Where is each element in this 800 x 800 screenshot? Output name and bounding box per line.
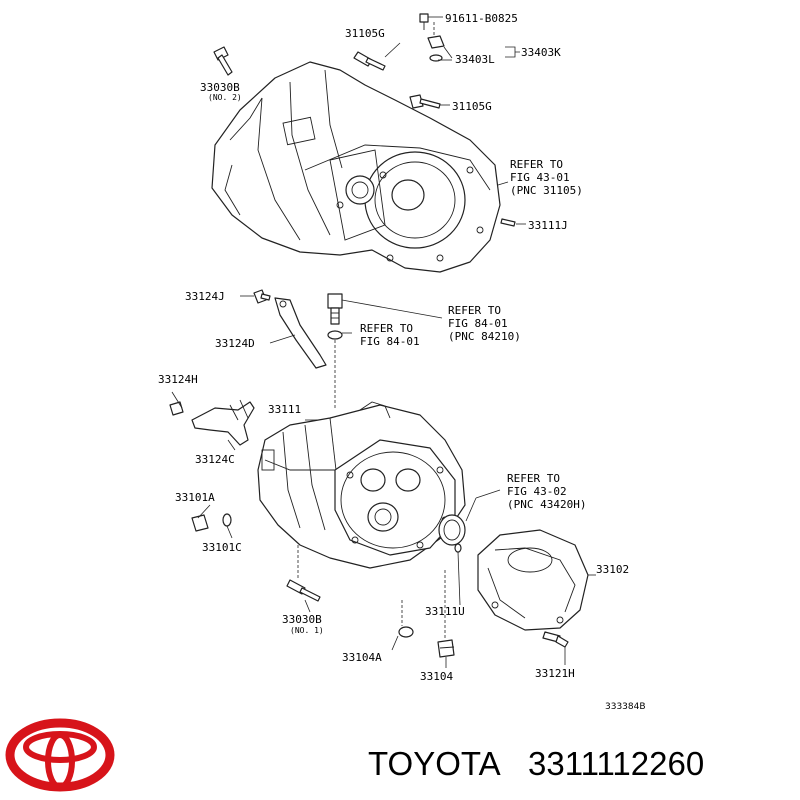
svg-text:REFER TO: REFER TO xyxy=(507,472,560,485)
seal-43420h xyxy=(438,514,466,546)
plug-33104 xyxy=(437,639,455,658)
label-33030b-top: 33030B xyxy=(200,81,240,94)
label-33124h: 33124H xyxy=(158,373,198,386)
gasket-33101c xyxy=(222,513,232,527)
sensor-33403l xyxy=(427,35,445,62)
refer-box-84-01-a: REFER TO FIG 84-01 (PNC 84210) xyxy=(448,304,521,343)
label-33124d: 33124D xyxy=(215,337,255,350)
label-33121h: 33121H xyxy=(535,667,575,680)
gasket-33104a xyxy=(398,626,414,638)
refer-box-43-02: REFER TO FIG 43-02 (PNC 43420H) xyxy=(507,472,586,511)
switch-84210 xyxy=(327,293,343,340)
label-33104a: 33104A xyxy=(342,651,382,664)
bolt-33030b-lower xyxy=(286,579,321,602)
label-33111u: 33111U xyxy=(425,605,465,618)
lower-transaxle-case-33111 xyxy=(257,401,466,569)
plug-33101a xyxy=(191,514,209,532)
label-91611-b0825: 91611-B0825 xyxy=(445,12,518,25)
diagram-id: 333384B xyxy=(605,702,646,712)
label-31105g-upper: 31105G xyxy=(345,27,385,40)
label-33403l: 33403L xyxy=(455,53,495,66)
toyota-logo xyxy=(5,718,115,792)
top-transaxle-case xyxy=(211,61,501,273)
bolt-31105g-side xyxy=(409,94,441,109)
label-33104: 33104 xyxy=(420,670,453,683)
svg-text:REFER TO: REFER TO xyxy=(360,322,413,335)
svg-text:REFER TO: REFER TO xyxy=(448,304,501,317)
bolt-33121h xyxy=(542,631,569,648)
svg-text:FIG 43-01: FIG 43-01 xyxy=(510,171,570,184)
pin-33111j xyxy=(500,218,516,227)
bolt-91611 xyxy=(419,13,429,30)
svg-text:FIG 84-01: FIG 84-01 xyxy=(448,317,508,330)
label-33101c: 33101C xyxy=(202,541,242,554)
bracket-33124d xyxy=(274,297,327,369)
bracket-33124c xyxy=(191,399,255,446)
label-33101a: 33101A xyxy=(175,491,215,504)
svg-text:(PNC 43420H): (PNC 43420H) xyxy=(507,498,586,511)
svg-text:FIG 43-02: FIG 43-02 xyxy=(507,485,567,498)
brand-name: TOYOTA xyxy=(368,745,501,782)
bolt-33030b-top xyxy=(213,46,233,76)
part-number: 3311112260 xyxy=(528,745,704,782)
label-33030b-lower-note: (NO. 1) xyxy=(290,626,324,635)
label-33030b-top-note: (NO. 2) xyxy=(208,93,242,102)
label-33124c: 33124C xyxy=(195,453,235,466)
svg-text:(PNC 84210): (PNC 84210) xyxy=(448,330,521,343)
refer-box-43-01: REFER TO FIG 43-01 (PNC 31105) xyxy=(510,158,583,197)
svg-text:(PNC 31105): (PNC 31105) xyxy=(510,184,583,197)
label-33111: 33111 xyxy=(268,403,301,416)
pin-33111u xyxy=(454,543,462,553)
svg-text:REFER TO: REFER TO xyxy=(510,158,563,171)
refer-box-84-01-b: REFER TO FIG 84-01 xyxy=(360,322,420,348)
label-33111j: 33111J xyxy=(528,219,568,232)
label-33102: 33102 xyxy=(596,563,629,576)
bolt-31105g-upper xyxy=(353,51,386,71)
label-33403k: 33403K xyxy=(521,46,561,59)
svg-text:FIG 84-01: FIG 84-01 xyxy=(360,335,420,348)
bolt-33124j xyxy=(253,289,271,304)
label-33030b-lower: 33030B xyxy=(282,613,322,626)
bolt-33124h xyxy=(169,401,184,416)
label-31105g-side: 31105G xyxy=(452,100,492,113)
extension-housing-33102 xyxy=(477,529,589,631)
label-33124j: 33124J xyxy=(185,290,225,303)
